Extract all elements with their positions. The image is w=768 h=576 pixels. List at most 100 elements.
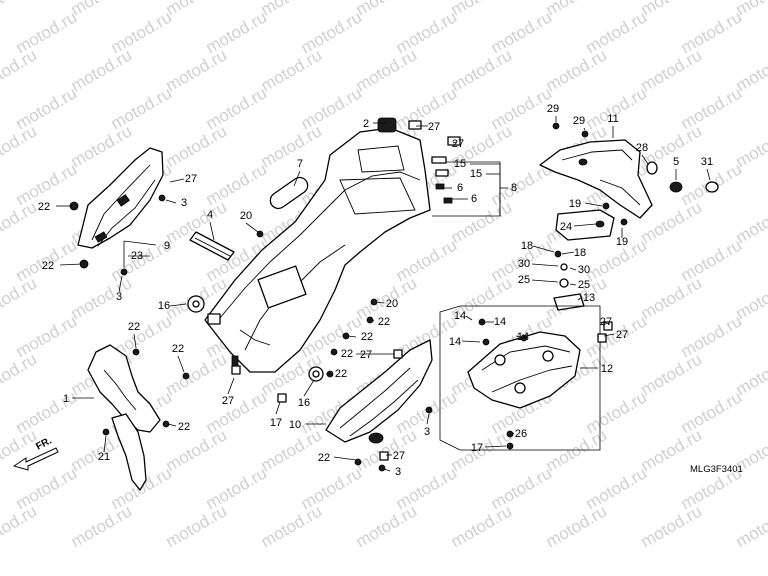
watermark-text: motod.ru (68, 121, 136, 171)
leader-line (383, 468, 391, 472)
callout-22: 22 (42, 260, 54, 272)
callout-18: 18 (574, 247, 586, 259)
part-tail-cover (539, 139, 653, 219)
leader-line (325, 372, 331, 375)
leader-line (603, 333, 615, 337)
callout-8: 8 (511, 182, 517, 194)
watermark-text: motod.ru (163, 425, 231, 475)
leader-line (511, 432, 515, 435)
callout-20: 20 (386, 298, 398, 310)
callout-15: 15 (470, 168, 482, 180)
callout-3: 3 (116, 291, 122, 303)
leader-line (275, 401, 281, 415)
diagram-code: MLG3F3401 (690, 464, 743, 475)
leader-line (531, 279, 559, 283)
leader-line (371, 319, 375, 322)
part-rubber-7 (269, 176, 309, 210)
callout-6: 6 (471, 193, 477, 205)
callout-22: 22 (318, 452, 330, 464)
leader-line (293, 170, 301, 187)
callout-17: 17 (471, 442, 483, 454)
leader-line (167, 423, 177, 427)
leader-line (452, 141, 457, 144)
watermark-text: motod.ru (0, 121, 40, 171)
leader-line (165, 199, 177, 204)
leader-line (706, 168, 711, 181)
watermark-text: motod.ru (0, 0, 40, 19)
part-right-side-cover (325, 339, 433, 444)
watermark-text: motod.ru (68, 0, 136, 19)
leader-line (169, 178, 185, 183)
leader-line (245, 222, 259, 233)
callout-27: 27 (452, 138, 464, 150)
watermark-text: motod.ru (353, 0, 421, 19)
leader-line (461, 340, 481, 343)
callout-28: 28 (636, 142, 648, 154)
callout-17: 17 (270, 417, 282, 429)
watermark-text: motod.ru (543, 501, 611, 551)
leader-line (123, 240, 157, 246)
callout-22: 22 (335, 368, 347, 380)
watermark-text: motod.ru (448, 0, 516, 19)
callout-3: 3 (424, 426, 430, 438)
callout-16: 16 (298, 397, 310, 409)
watermark-text: motod.ru (638, 273, 706, 323)
leader-line (641, 154, 649, 165)
callout-3: 3 (181, 197, 187, 209)
watermark-text: motod.ru (258, 121, 326, 171)
leader-line (118, 275, 123, 293)
part-left-side-cover (77, 147, 164, 249)
watermark-text: motod.ru (638, 349, 706, 399)
callout-22: 22 (128, 321, 140, 333)
watermark-text: motod.ru (0, 273, 40, 323)
leader-line (209, 221, 215, 241)
callout-25: 25 (518, 274, 530, 286)
callout-22: 22 (341, 348, 353, 360)
callout-23: 23 (131, 250, 143, 262)
watermark-text: motod.ru (0, 349, 40, 399)
leader-line (561, 251, 575, 255)
watermark-text: motod.ru (163, 0, 231, 19)
callout-18: 18 (521, 240, 533, 252)
callout-27: 27 (616, 329, 628, 341)
callout-27: 27 (428, 121, 440, 133)
leader-line (583, 127, 586, 131)
part-clip-13 (553, 293, 585, 311)
callout-11: 11 (607, 113, 618, 125)
part-bracket-12 (467, 331, 581, 409)
callout-22: 22 (378, 316, 390, 328)
callout-27: 27 (393, 450, 405, 462)
watermark-text: motod.ru (163, 349, 231, 399)
watermark-text: motod.ru (68, 45, 136, 95)
watermark-text: motod.ru (448, 45, 516, 95)
leader-line (569, 267, 577, 271)
part-rear-fender (204, 127, 431, 373)
callout-15: 15 (454, 158, 466, 170)
watermark-text: motod.ru (733, 501, 768, 551)
leader-line (426, 413, 430, 425)
watermark-text: motod.ru (353, 501, 421, 551)
leader-line (573, 223, 597, 227)
leader-line (59, 263, 83, 266)
watermark-text: motod.ru (0, 45, 40, 95)
watermark-text: motod.ru (258, 0, 326, 19)
callout-5: 5 (673, 156, 679, 168)
leader-line (169, 303, 187, 307)
callout-12: 12 (601, 363, 613, 375)
leader-line (465, 315, 473, 321)
callout-24: 24 (560, 221, 572, 233)
leader-line (227, 377, 235, 395)
watermark-text: motod.ru (0, 197, 40, 247)
watermark-text: motod.ru (638, 45, 706, 95)
leader-line (103, 435, 107, 453)
parts-artwork (69, 117, 719, 491)
callout-27: 27 (185, 173, 197, 185)
callout-22: 22 (361, 331, 373, 343)
callout-19: 19 (569, 198, 581, 210)
callout-29: 29 (573, 115, 585, 127)
callout-3: 3 (395, 466, 401, 478)
callout-22: 22 (172, 343, 184, 355)
callout-27: 27 (222, 395, 234, 407)
